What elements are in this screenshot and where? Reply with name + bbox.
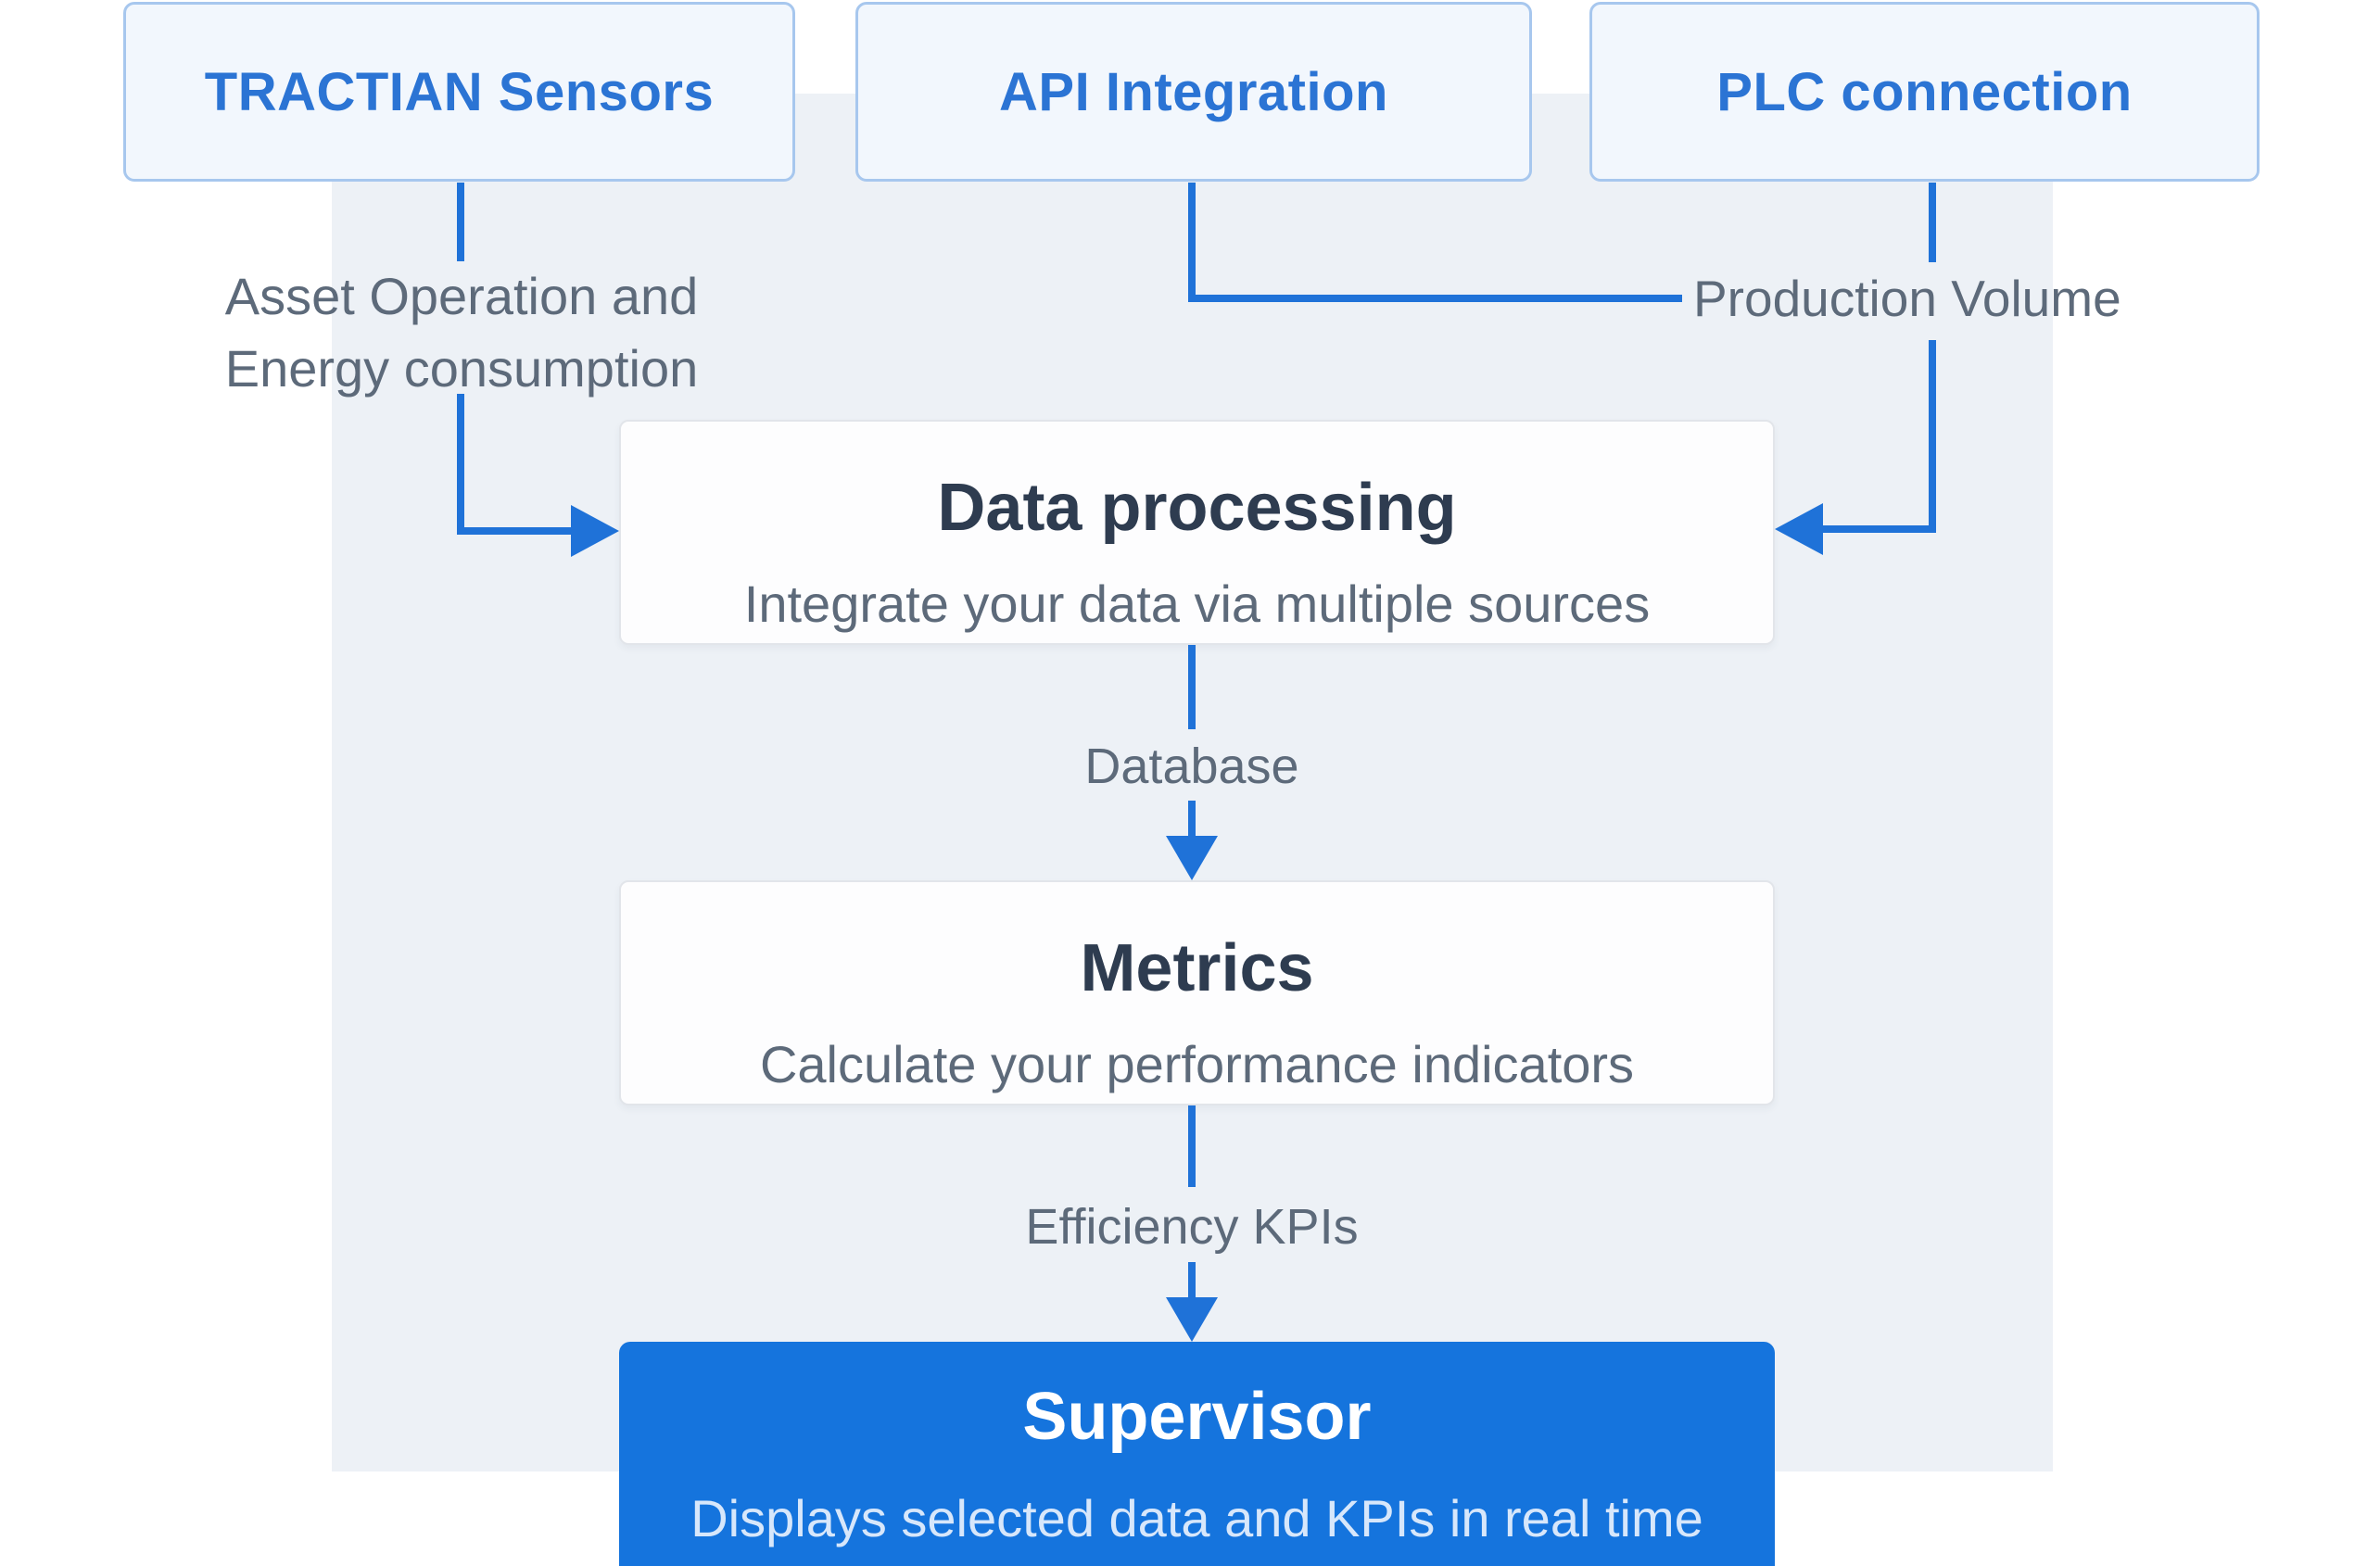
- connector-api-horizontal: [1188, 295, 1682, 302]
- arrowhead-into-processing-left: [571, 505, 619, 557]
- connector-efficiency-segment-bottom: [1188, 1262, 1196, 1299]
- node-title-data-processing: Data processing: [937, 471, 1457, 545]
- source-box-api-integration: API Integration: [855, 2, 1532, 182]
- connector-database-segment-top: [1188, 645, 1196, 729]
- source-box-plc-connection: PLC connection: [1589, 2, 2260, 182]
- node-subtitle-data-processing: Integrate your data via multiple sources: [743, 575, 1651, 633]
- node-supervisor: Supervisor Displays selected data and KP…: [619, 1342, 1775, 1566]
- connector-plc-segment-top: [1929, 183, 1936, 262]
- connector-plc-segment-bottom: [1929, 340, 1936, 529]
- connector-efficiency-segment-top: [1188, 1105, 1196, 1187]
- source-box-tractian-sensors: TRACTIAN Sensors: [123, 2, 795, 182]
- edge-label-efficiency-kpis: Efficiency KPIs: [1025, 1199, 1359, 1255]
- edge-label-database: Database: [1084, 739, 1299, 794]
- edge-label-asset-line1: Asset Operation and: [224, 267, 699, 325]
- connector-database-segment-bottom: [1188, 801, 1196, 838]
- node-title-supervisor: Supervisor: [1022, 1380, 1372, 1454]
- node-subtitle-supervisor: Displays selected data and KPIs in real …: [690, 1489, 1703, 1547]
- node-metrics: Metrics Calculate your performance indic…: [619, 880, 1775, 1105]
- connector-tractian-segment-bottom: [457, 394, 464, 531]
- arrowhead-into-processing-right: [1775, 503, 1823, 555]
- connector-plc-elbow: [1823, 525, 1936, 533]
- connector-tractian-elbow: [457, 527, 575, 535]
- node-subtitle-metrics: Calculate your performance indicators: [759, 1035, 1635, 1093]
- source-label-api-integration: API Integration: [999, 61, 1388, 122]
- connector-tractian-segment-top: [457, 183, 464, 261]
- background-panel: [332, 94, 2053, 1471]
- source-label-tractian-sensors: TRACTIAN Sensors: [204, 61, 715, 122]
- edge-label-asset-operation: Asset Operation and Energy consumption: [151, 260, 772, 405]
- edge-label-asset-line2: Energy consumption: [224, 339, 699, 398]
- connector-api-segment: [1188, 183, 1196, 299]
- arrowhead-into-metrics: [1166, 836, 1218, 880]
- source-label-plc-connection: PLC connection: [1716, 61, 2133, 122]
- node-data-processing: Data processing Integrate your data via …: [619, 420, 1775, 645]
- node-title-metrics: Metrics: [1080, 931, 1314, 1005]
- arrowhead-into-supervisor: [1166, 1297, 1218, 1342]
- edge-label-production-volume: Production Volume: [1693, 270, 2121, 327]
